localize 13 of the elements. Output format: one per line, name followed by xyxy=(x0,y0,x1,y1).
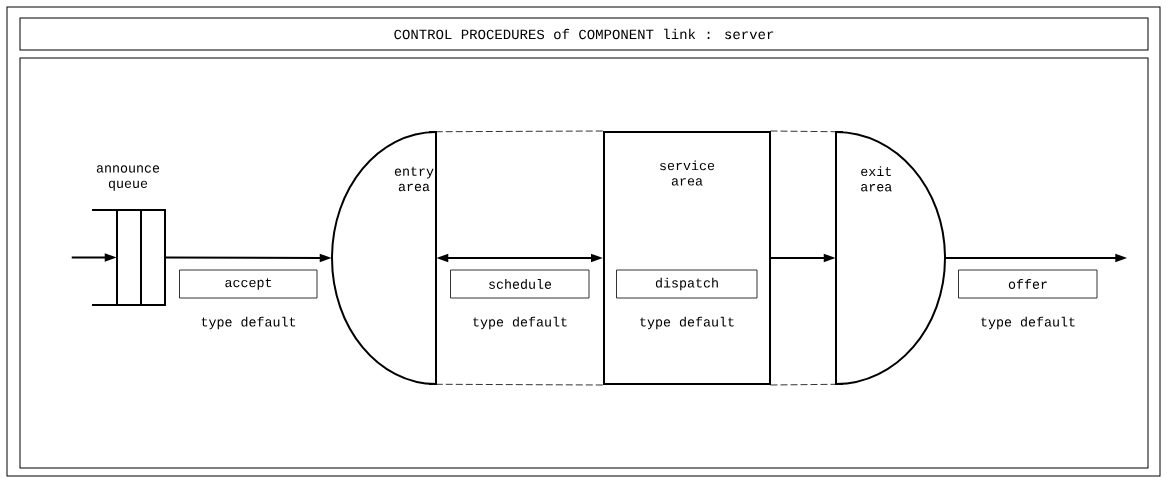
process-box: schedule xyxy=(450,269,590,299)
type-text: type default xyxy=(473,316,567,330)
dashed-line xyxy=(770,383,837,386)
dashed-line xyxy=(435,383,604,386)
dashed-line xyxy=(770,130,837,133)
type-text: type default xyxy=(640,316,734,330)
process-box: accept xyxy=(179,269,318,299)
process-box: offer xyxy=(958,269,1098,299)
title-bar: CONTROL PROCEDURES of COMPONENT link : server xyxy=(19,17,1149,51)
type-text: type default xyxy=(201,316,296,330)
type-text: type default xyxy=(981,316,1075,330)
dashed-line xyxy=(435,130,604,133)
process-box: dispatch xyxy=(616,269,758,299)
